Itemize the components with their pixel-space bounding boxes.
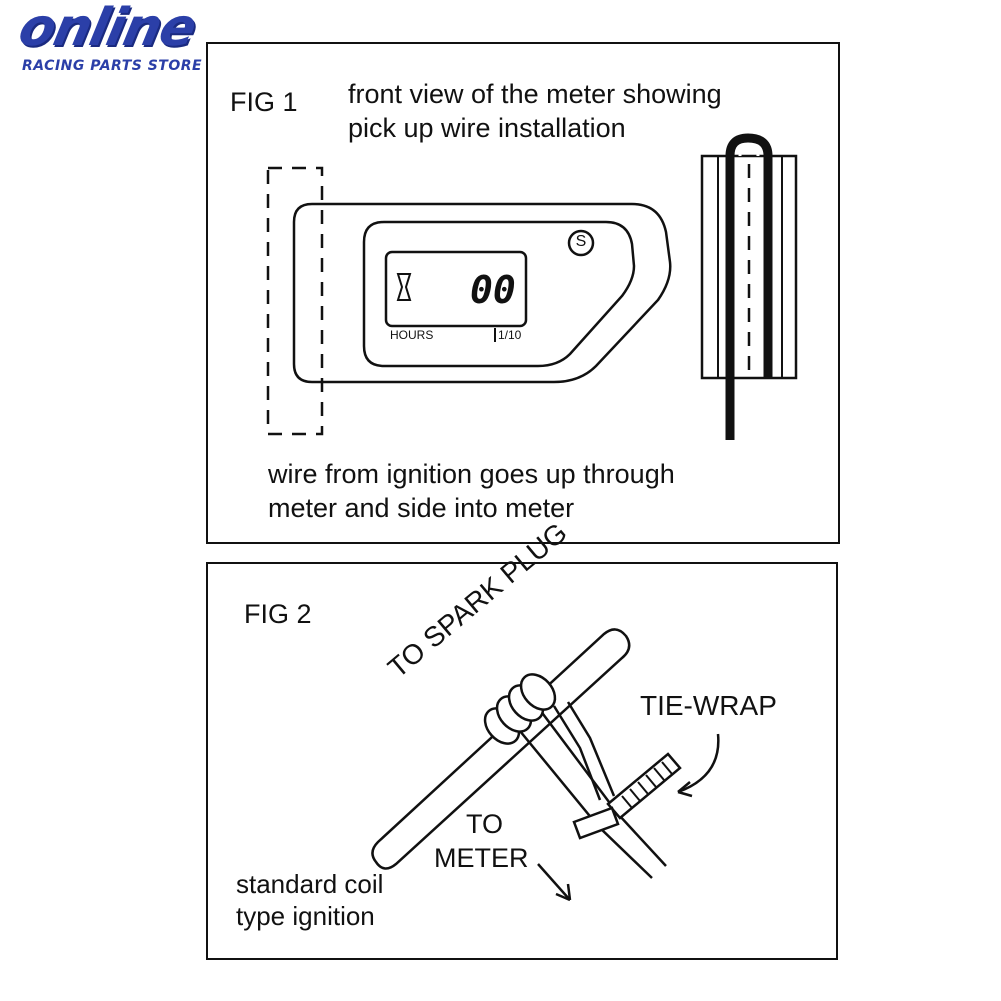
fig1-caption-line-2: pick up wire installation bbox=[348, 113, 626, 143]
logo-tagline: RACING PARTS STORE bbox=[22, 58, 203, 74]
wire-lead-out bbox=[566, 701, 616, 797]
tie-wrap-tail bbox=[606, 752, 682, 820]
s-button-icon bbox=[567, 229, 595, 257]
coil-wrap bbox=[519, 673, 557, 711]
lcd-digits: 00 bbox=[470, 268, 516, 312]
meter-outer-body bbox=[292, 202, 672, 384]
fig1-caption-line-1: front view of the meter showing bbox=[348, 79, 722, 109]
fig2-note-line-2: type ignition bbox=[236, 901, 375, 931]
s-button-label: S bbox=[575, 233, 587, 250]
arrowhead-icon bbox=[677, 781, 693, 798]
lcd-hours-label: HOURS bbox=[390, 328, 434, 342]
tie-wrap-label: TIE-WRAP bbox=[640, 690, 777, 721]
fig1-meter-drawing bbox=[266, 133, 798, 440]
wire-lead-out bbox=[552, 705, 602, 801]
meter-inner-body bbox=[362, 220, 636, 368]
to-meter-line-1: TO bbox=[466, 809, 504, 839]
arrowhead-icon bbox=[555, 883, 572, 902]
fig2-label: FIG 2 bbox=[244, 599, 312, 629]
fig1-bottom-line-1: wire from ignition goes up through bbox=[268, 459, 675, 489]
fig1-bottom-line-2: meter and side into meter bbox=[268, 493, 575, 523]
tie-wrap-band bbox=[572, 806, 620, 840]
to-meter-line-2: METER bbox=[434, 843, 529, 873]
tie-wrap-arrow bbox=[677, 733, 720, 794]
fig1-label: FIG 1 bbox=[230, 87, 298, 117]
lcd-window bbox=[384, 250, 528, 328]
wire-highlight bbox=[738, 144, 760, 157]
store-logo: online RACING PARTS STORE bbox=[14, 0, 274, 76]
pickup-wire-dashed-outline bbox=[266, 166, 324, 436]
fig2-note-line-1: standard coil bbox=[236, 869, 384, 899]
fig2-wiring-drawing bbox=[371, 628, 720, 902]
lcd-tenths-label: 1/10 bbox=[494, 328, 521, 342]
spark-plug-lead bbox=[371, 628, 631, 870]
fig1-panel: FIG 1 front view of the meter showing pi… bbox=[206, 42, 840, 544]
hourglass-icon bbox=[396, 273, 412, 301]
to-meter-arrow bbox=[537, 863, 571, 901]
fig2-panel: FIG 2 TO SPARK PLUG TIE-WRAP TO METER st… bbox=[206, 517, 838, 960]
logo-brand: online bbox=[13, 0, 202, 58]
ignition-wire-loop bbox=[725, 133, 773, 440]
wire-sleeve bbox=[700, 154, 798, 380]
